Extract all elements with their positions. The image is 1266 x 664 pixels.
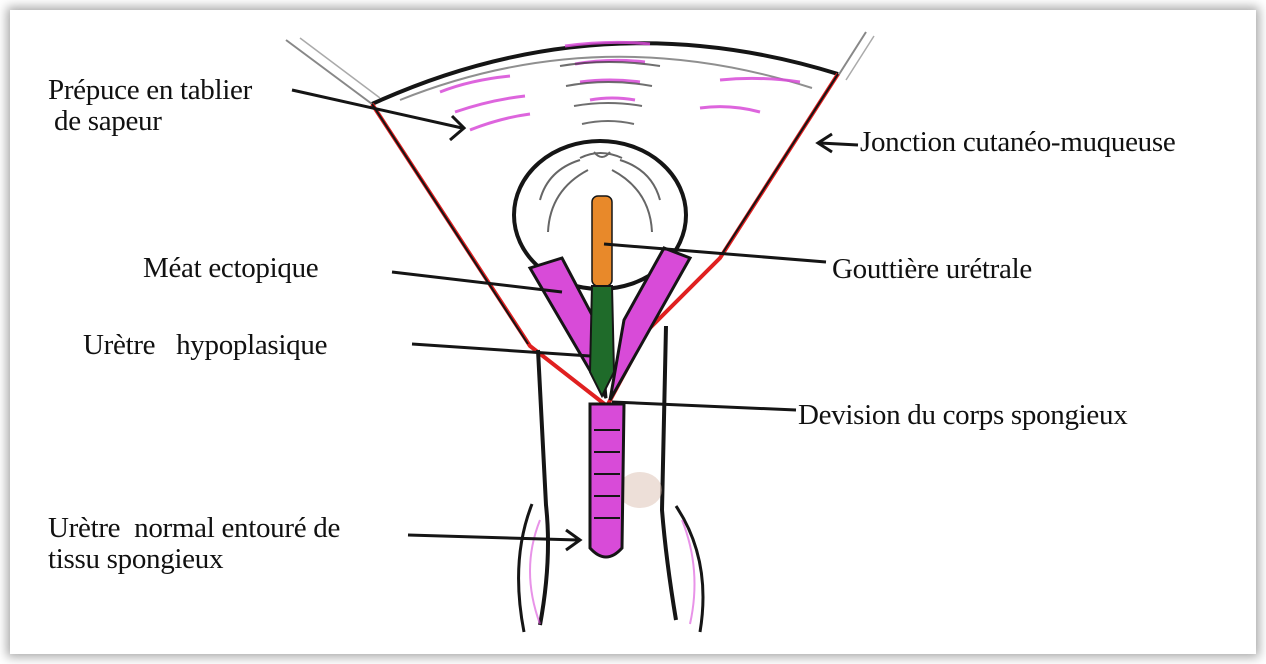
shaft-right-edge — [676, 506, 703, 632]
hood-left-stroke — [286, 40, 372, 104]
label-meat: Méat ectopique — [143, 253, 318, 284]
label-uretre-hypo: Urètre hypoplasique — [83, 330, 327, 361]
label-gouttiere: Gouttière urétrale — [832, 254, 1032, 285]
leader-uretre-hypo — [412, 344, 590, 356]
label-uretre-normal-line2: tissu spongieux — [48, 544, 340, 575]
prepuce-hood-outline — [372, 43, 838, 104]
shaft-shadow — [618, 472, 662, 508]
leader-jonction — [820, 143, 858, 145]
shaft-left-outline — [538, 350, 548, 625]
hood-gray-arcs — [560, 62, 660, 124]
junction-right-outline — [722, 74, 838, 254]
hypoplastic-urethra — [590, 286, 614, 396]
label-prepuce-line1: Prépuce en tablier — [48, 75, 252, 106]
leader-uretre-normal — [408, 535, 578, 540]
leader-devision — [612, 402, 796, 410]
hood-striations — [440, 42, 800, 130]
label-uretre-normal-line1: Urètre normal entouré de — [48, 513, 340, 544]
label-prepuce: Prépuce en tablier de sapeur — [48, 75, 252, 137]
shaft-pink-left — [530, 520, 540, 624]
label-uretre-normal: Urètre normal entouré de tissu spongieux — [48, 513, 340, 575]
hood-left-stroke-2 — [300, 38, 380, 98]
urethral-groove — [592, 196, 612, 286]
label-jonction: Jonction cutanéo-muqueuse — [860, 127, 1175, 158]
shaft-right-outline — [662, 326, 676, 620]
normal-urethra — [590, 404, 624, 557]
label-prepuce-line2: de sapeur — [48, 106, 252, 137]
label-devision: Devision du corps spongieux — [798, 400, 1127, 431]
